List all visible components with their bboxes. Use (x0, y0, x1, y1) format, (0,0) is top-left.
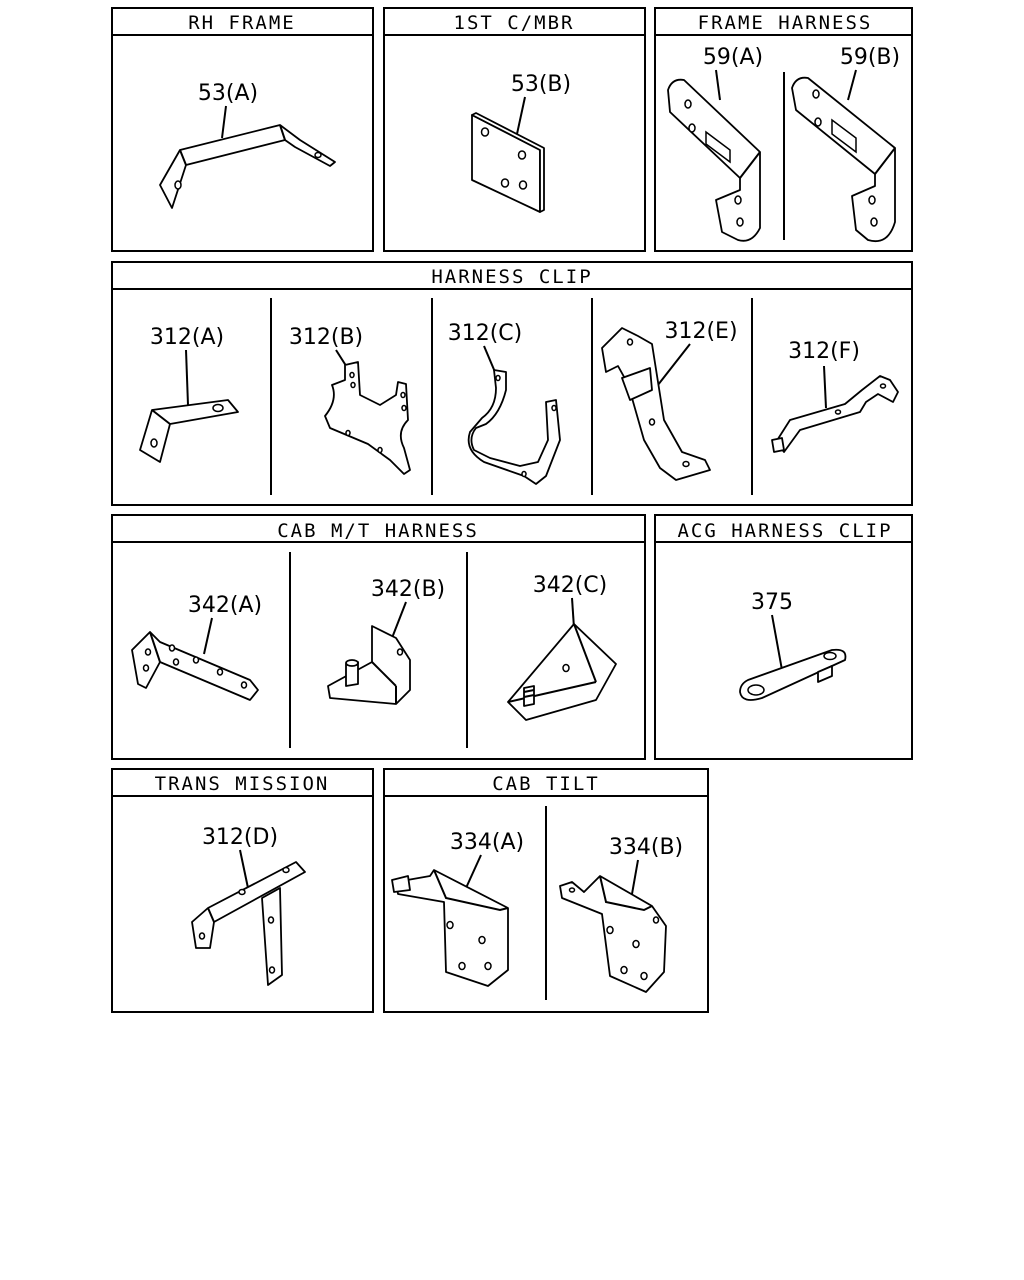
panel-title-cab-mt-harness: CAB M/T HARNESS (277, 520, 479, 542)
part-label-312f: 312(F) (788, 339, 860, 364)
panel-acg-harness-clip: ACG HARNESS CLIP 375 (654, 514, 913, 760)
panel-title-cab-tilt: CAB TILT (492, 773, 600, 795)
leader-line-59b (847, 69, 857, 101)
bracket-59b (791, 76, 896, 243)
panel-title-1st-cmbr: 1ST C/MBR (454, 12, 575, 34)
part-label-334a: 334(A) (450, 830, 524, 855)
bracket-342a (131, 631, 259, 701)
leader-line-53b (516, 96, 526, 135)
leader-line-312a (185, 349, 189, 406)
part-label-53b: 53(B) (511, 72, 571, 97)
part-label-59b: 59(B) (840, 45, 900, 70)
panel-rh-frame: RH FRAME 53(A) (111, 7, 374, 252)
bracket-342b (327, 625, 411, 705)
clip-312f (771, 375, 899, 453)
leader-line-312f (823, 365, 827, 409)
part-label-312e: 312(E) (664, 319, 737, 344)
leader-line-334b (631, 859, 639, 895)
bracket-334b (559, 875, 667, 993)
part-label-53a: 53(A) (198, 81, 258, 106)
clip-375 (739, 648, 847, 701)
leader-line-334a (465, 854, 482, 889)
leader-line-312c (483, 345, 496, 373)
part-label-342b: 342(B) (371, 577, 445, 602)
part-label-312d: 312(D) (202, 825, 278, 850)
panel-cab-mt-harness: CAB M/T HARNESS 342(A) 342(B) 342(C) (111, 514, 646, 760)
part-label-342c: 342(C) (533, 573, 608, 598)
bracket-312d (191, 861, 306, 986)
leader-line-59a (715, 69, 721, 101)
plate-53b (471, 112, 545, 213)
panel-title-frame-harness: FRAME HARNESS (698, 12, 873, 34)
leader-line-375 (771, 614, 783, 671)
clip-312c (467, 369, 561, 485)
panel-cab-tilt: CAB TILT 334(A) 334(B) (383, 768, 709, 1013)
part-label-312c: 312(C) (448, 321, 523, 346)
bracket-53a (159, 124, 336, 209)
part-label-334b: 334(B) (609, 835, 683, 860)
panel-title-harness-clip: HARNESS CLIP (431, 266, 592, 288)
bracket-334a (391, 869, 509, 987)
panel-title-trans-mission: TRANS MISSION (155, 773, 330, 795)
bracket-59a (667, 78, 761, 242)
clip-312e (601, 327, 711, 481)
leader-line-312d (239, 849, 249, 889)
part-label-375: 375 (751, 590, 793, 615)
panel-harness-clip: HARNESS CLIP 312(A) 312(B) 312(C) (111, 261, 913, 506)
panel-1st-cmbr: 1ST C/MBR 53(B) (383, 7, 646, 252)
clip-312a (139, 399, 239, 463)
leader-line-53a (221, 105, 227, 139)
leader-line-342b (391, 601, 407, 639)
leader-line-342a (203, 617, 213, 655)
panel-title-acg-harness-clip: ACG HARNESS CLIP (677, 520, 892, 542)
panel-trans-mission: TRANS MISSION 312(D) (111, 768, 374, 1013)
leader-line-342c (571, 597, 575, 629)
part-label-312b: 312(B) (289, 325, 363, 350)
bracket-342c (507, 623, 617, 721)
part-label-59a: 59(A) (703, 45, 763, 70)
part-label-342a: 342(A) (188, 593, 262, 618)
panel-title-rh-frame: RH FRAME (188, 12, 296, 34)
leader-line-312e (653, 343, 691, 391)
clip-312b (324, 361, 411, 475)
part-label-312a: 312(A) (150, 325, 224, 350)
panel-frame-harness: FRAME HARNESS 59(A) 59(B) (654, 7, 913, 252)
